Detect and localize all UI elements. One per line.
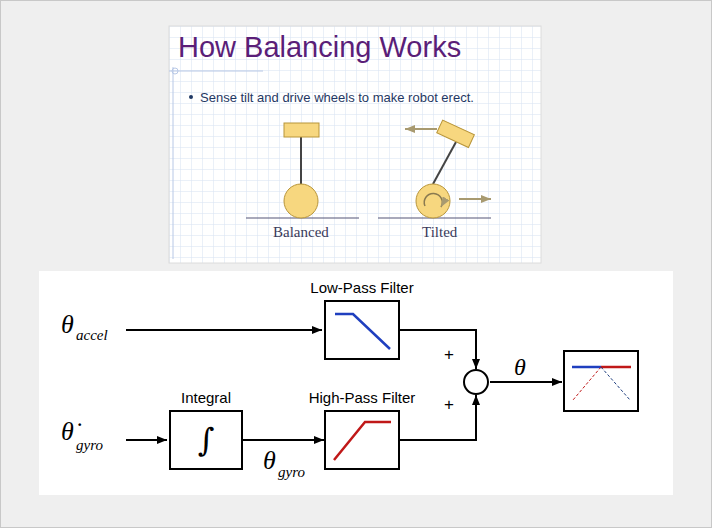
diagram-panel — [39, 271, 673, 495]
output-wire — [490, 381, 562, 383]
caption-label: Balanced — [273, 225, 329, 240]
integral-symbol: ∫ — [198, 424, 215, 456]
block-heading: Low-Pass Filter — [310, 280, 413, 295]
signal-arrow — [400, 330, 476, 369]
lowpass-curve — [335, 314, 390, 349]
slide-rule — [169, 71, 263, 72]
signal-subscript: gyro — [278, 465, 305, 480]
filter-block: Low-Pass Filter — [324, 300, 400, 360]
block-heading: Integral — [181, 390, 231, 405]
signal-subscript: gyro — [76, 438, 103, 453]
input-wire — [126, 439, 167, 441]
summing-junction: ++ — [463, 369, 489, 395]
tilted-robot — [378, 120, 491, 218]
scope-trace — [573, 367, 601, 400]
slide-ornament — [172, 68, 178, 74]
bullet-dot — [189, 95, 193, 99]
slide-panel — [169, 26, 541, 263]
input-wire — [126, 329, 322, 331]
signal-symbol: θ — [61, 312, 74, 338]
integrator-block: Integral∫ — [169, 410, 243, 470]
highpass-curve — [334, 422, 391, 460]
signal-symbol: θ — [514, 355, 526, 379]
output-scope-box — [564, 351, 638, 411]
scope-trace — [601, 367, 630, 400]
signal-arrow — [243, 439, 324, 441]
scope-trace — [572, 366, 601, 369]
balanced-robot — [246, 123, 359, 218]
filter-block: High-Pass Filter — [324, 410, 400, 470]
scope-trace — [601, 366, 631, 369]
signal-symbol: θ — [263, 448, 276, 474]
block-body: ∫ — [171, 412, 241, 468]
junction-outline — [463, 369, 489, 395]
signal-subscript: accel — [76, 328, 108, 343]
caption-label: Tilted — [422, 225, 457, 240]
sign-label: + — [444, 346, 454, 363]
sign-label: + — [444, 396, 454, 413]
block-heading: High-Pass Filter — [309, 390, 416, 405]
slide-grid — [169, 26, 541, 263]
slide-rule — [173, 67, 174, 259]
slide-title: How Balancing Works — [178, 33, 461, 62]
bullet-text: Sense tilt and drive wheels to make robo… — [200, 91, 474, 104]
signal-symbol: θ̇ — [61, 419, 74, 445]
